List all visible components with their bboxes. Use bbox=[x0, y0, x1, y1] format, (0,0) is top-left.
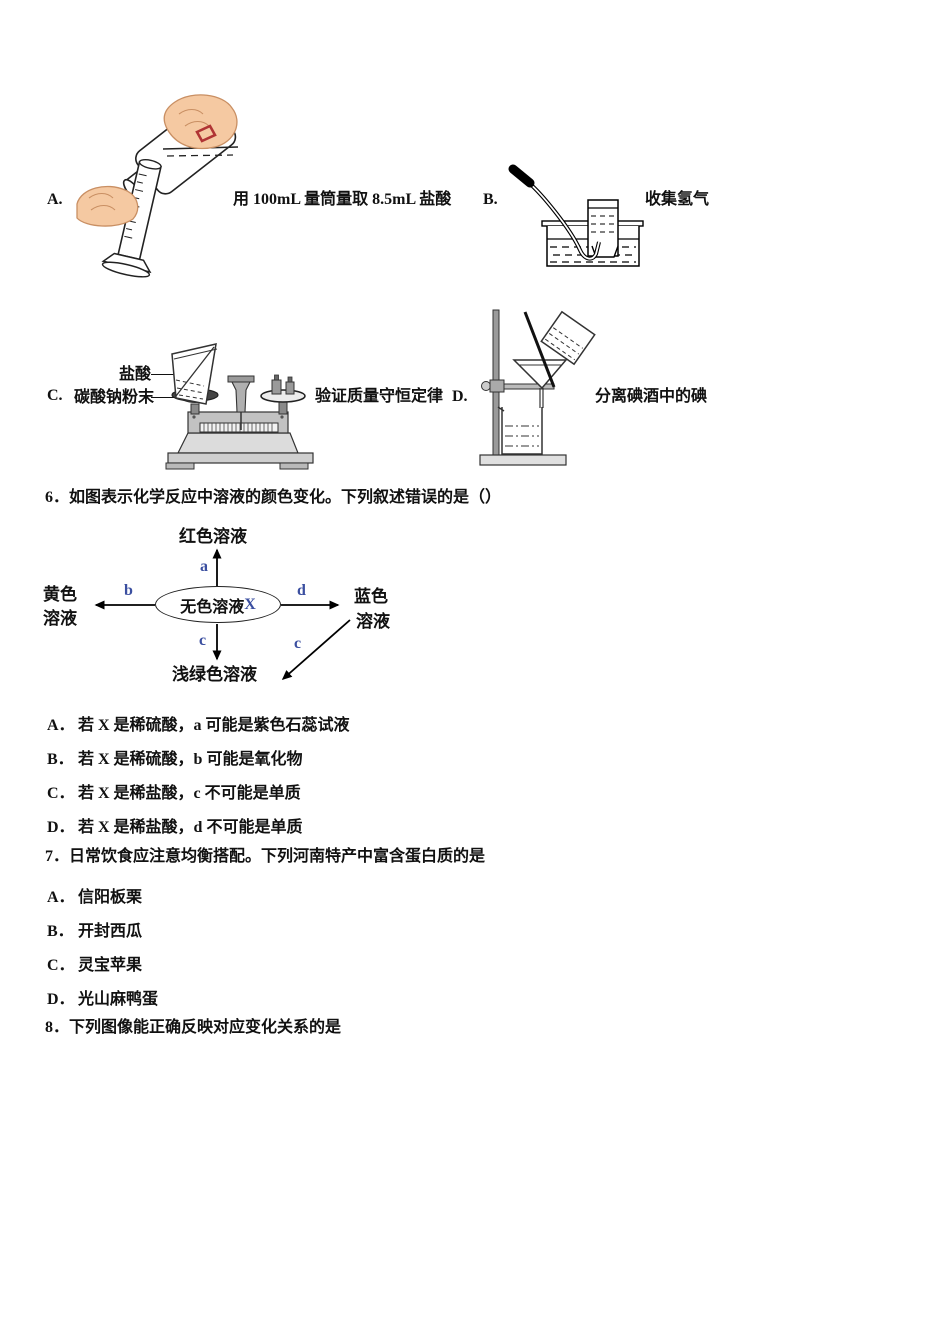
option-label: C． bbox=[47, 785, 75, 802]
option-label: B． bbox=[47, 923, 74, 940]
q7-option-c: C． 灵宝苹果 bbox=[47, 951, 142, 975]
pouring-into-cylinder-illustration bbox=[76, 94, 239, 278]
annotation-hydrochloric-acid: 盐酸 bbox=[119, 366, 152, 383]
apparatus-b-label: B. bbox=[483, 191, 498, 208]
option-text: 若 X 是稀硫酸，a 可能是紫色石蕊试液 bbox=[78, 717, 350, 734]
apparatus-c-label: C. bbox=[47, 387, 63, 404]
option-text: 若 X 是稀盐酸，c 不可能是单质 bbox=[78, 785, 301, 802]
diagram-label-yellow-2: 溶液 bbox=[43, 609, 77, 628]
q6-option-d: D． 若 X 是稀盐酸，d 不可能是单质 bbox=[47, 813, 302, 837]
diagram-label-lightgreen: 浅绿色溶液 bbox=[172, 665, 257, 684]
apparatus-d-caption: 分离碘酒中的碘 bbox=[595, 388, 708, 405]
q6-option-c: C． 若 X 是稀盐酸，c 不可能是单质 bbox=[47, 779, 301, 803]
option-label: A． bbox=[47, 889, 75, 906]
diagram-center-x: X bbox=[244, 595, 256, 613]
option-label: A． bbox=[47, 717, 75, 734]
diagram-label-yellow-1: 黄色 bbox=[43, 585, 77, 604]
question-7-stem: 7．日常饮食应注意均衡搭配。下列河南特产中富含蛋白质的是 bbox=[45, 848, 486, 865]
color-change-diagram-arrows bbox=[94, 548, 351, 680]
annotation-sodium-carbonate-powder: 碳酸钠粉末 bbox=[74, 389, 155, 406]
diagram-center-text: 无色溶液 bbox=[180, 598, 245, 616]
q6-option-a: A． 若 X 是稀硫酸，a 可能是紫色石蕊试液 bbox=[47, 711, 350, 735]
option-label: D． bbox=[47, 991, 75, 1008]
q7-option-d: D． 光山麻鸭蛋 bbox=[47, 985, 158, 1009]
apparatus-b-caption: 收集氢气 bbox=[645, 191, 710, 208]
diagram-arrow-d-label: d bbox=[297, 582, 306, 599]
diagram-label-red-solution: 红色溶液 bbox=[179, 527, 247, 546]
option-text: 若 X 是稀硫酸，b 可能是氧化物 bbox=[78, 751, 303, 768]
q6-option-b: B． 若 X 是稀硫酸，b 可能是氧化物 bbox=[47, 745, 302, 769]
option-label: D． bbox=[47, 819, 75, 836]
gas-collection-apparatus bbox=[508, 164, 644, 267]
apparatus-a-label: A. bbox=[47, 191, 63, 208]
balance-scale-apparatus bbox=[165, 343, 314, 470]
apparatus-d-label: D. bbox=[452, 388, 468, 405]
diagram-label-blue-1: 蓝色 bbox=[354, 587, 388, 606]
apparatus-c-caption: 验证质量守恒定律 bbox=[315, 388, 444, 405]
option-text: 若 X 是稀盐酸，d 不可能是单质 bbox=[78, 819, 303, 836]
diagram-label-blue-2: 溶液 bbox=[356, 612, 390, 631]
leader-line bbox=[151, 374, 185, 375]
diagram-arrow-b-label: b bbox=[124, 582, 133, 599]
q7-option-b: B． 开封西瓜 bbox=[47, 917, 142, 941]
option-text: 信阳板栗 bbox=[78, 889, 143, 906]
apparatus-a-caption: 用 100mL 量筒量取 8.5mL 盐酸 bbox=[233, 191, 452, 208]
diagram-arrow-c2-label: c bbox=[294, 635, 302, 652]
filtration-apparatus bbox=[479, 309, 596, 466]
option-text: 光山麻鸭蛋 bbox=[78, 991, 159, 1008]
option-text: 灵宝苹果 bbox=[78, 957, 143, 974]
option-label: B． bbox=[47, 751, 74, 768]
question-6-stem: 6．如图表示化学反应中溶液的颜色变化。下列叙述错误的是（） bbox=[45, 489, 502, 506]
diagram-arrow-a-label: a bbox=[200, 558, 208, 575]
diagram-arrow-c-label: c bbox=[199, 632, 207, 649]
question-8-stem: 8．下列图像能正确反映对应变化关系的是 bbox=[45, 1019, 342, 1036]
option-text: 开封西瓜 bbox=[78, 923, 143, 940]
q7-option-a: A． 信阳板栗 bbox=[47, 883, 142, 907]
option-label: C． bbox=[47, 957, 75, 974]
